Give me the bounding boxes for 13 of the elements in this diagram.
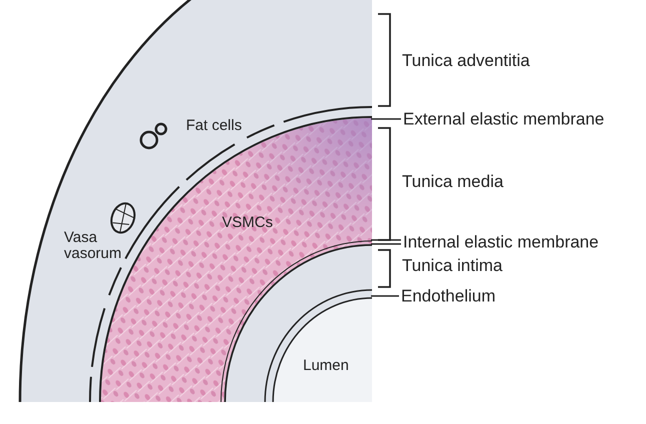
structure-label: Fat cells bbox=[186, 118, 243, 134]
leader-line bbox=[371, 295, 399, 297]
structure-label: Lumen bbox=[303, 358, 350, 374]
structure-label: Vasa vasorum bbox=[64, 230, 123, 262]
structure-label: Tunica intima bbox=[402, 257, 504, 275]
leader-line bbox=[371, 118, 401, 120]
callout-label: Endothelium bbox=[401, 288, 496, 304]
structure-label: Tunica adventitia bbox=[402, 52, 531, 70]
structure-label: VSMCs bbox=[222, 215, 274, 231]
callout-label: Internal elastic membrane bbox=[403, 234, 599, 250]
structure-label: Tunica media bbox=[402, 173, 504, 191]
leader-line bbox=[370, 239, 402, 245]
callout-label: External elastic membrane bbox=[403, 110, 604, 128]
